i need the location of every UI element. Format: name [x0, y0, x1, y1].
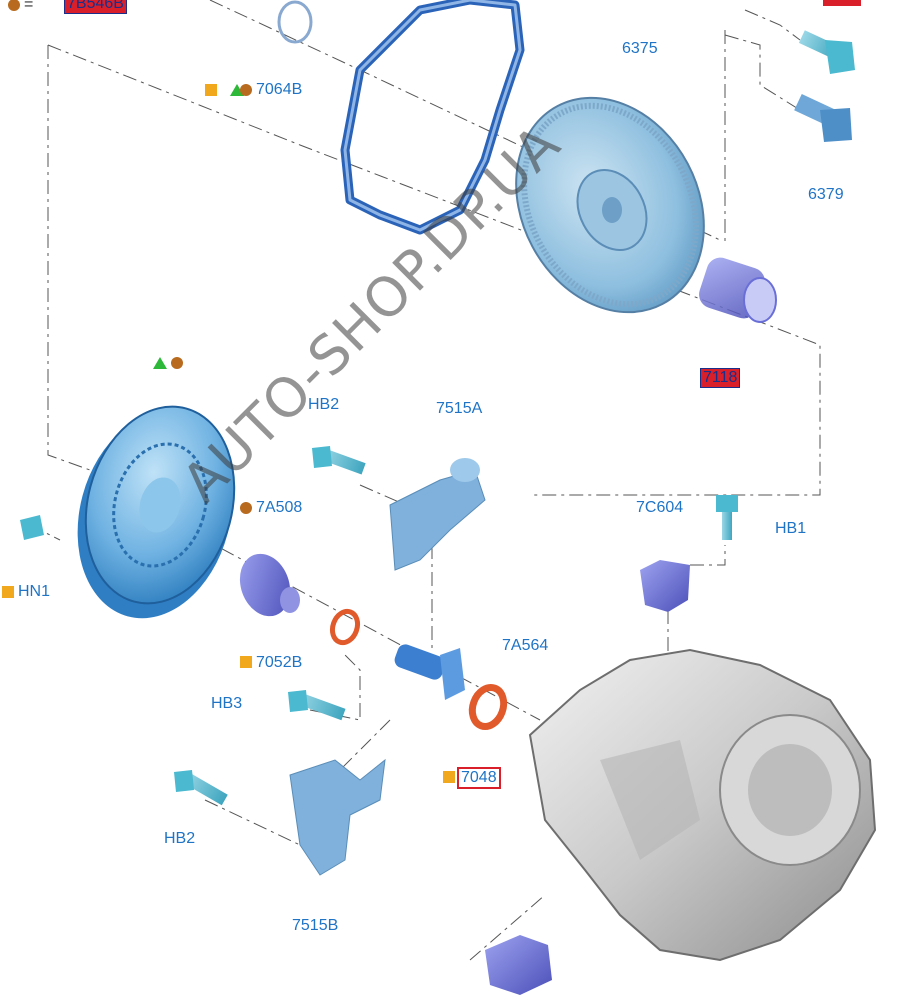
label-hn1[interactable]: HN1: [18, 583, 51, 600]
shift-shaft[interactable]: [392, 642, 465, 700]
bolt-hb2-top[interactable]: [312, 446, 366, 475]
red-label-tab: [823, 0, 861, 6]
bolt-6379[interactable]: [794, 93, 852, 142]
label-hb2-top[interactable]: HB2: [308, 396, 340, 413]
label-7c604[interactable]: 7C604: [636, 499, 684, 516]
brown-circle-marker: [171, 357, 183, 369]
brown-circle-marker: [240, 84, 252, 96]
label-6379[interactable]: 6379: [808, 186, 844, 203]
orange-square-marker: [443, 771, 455, 783]
flywheel[interactable]: [480, 65, 741, 345]
green-triangle-marker: [230, 84, 244, 96]
bolt-hn1[interactable]: [20, 515, 44, 540]
bracket-7515a[interactable]: [389, 458, 486, 571]
label-7a564[interactable]: 7A564: [502, 637, 549, 654]
orange-square-marker: [240, 656, 252, 668]
label-6375[interactable]: 6375: [622, 40, 658, 57]
brown-circle-marker: [8, 0, 20, 11]
legend-part-number[interactable]: 7B546B: [64, 0, 127, 14]
sensor-7c604[interactable]: [640, 560, 690, 612]
label-7048[interactable]: 7048: [457, 767, 501, 789]
seal-7052b[interactable]: [328, 608, 361, 646]
orange-square-marker: [205, 84, 217, 96]
label-7064b[interactable]: 7064B: [256, 81, 303, 98]
label-7515a[interactable]: 7515A: [436, 400, 483, 417]
label-7a508[interactable]: 7A508: [256, 499, 303, 516]
bolt-hb3[interactable]: [288, 690, 346, 721]
sensor-bottom[interactable]: [485, 935, 552, 995]
brown-circle-marker: [240, 502, 252, 514]
label-7118[interactable]: 7118: [700, 368, 741, 388]
label-hb1[interactable]: HB1: [775, 520, 807, 537]
bolt-hb2-bottom[interactable]: [174, 770, 228, 806]
label-7515b[interactable]: 7515B: [292, 917, 339, 934]
bracket-7515b[interactable]: [289, 758, 386, 876]
pilot-bushing[interactable]: [695, 254, 777, 323]
label-hb3[interactable]: HB3: [211, 695, 243, 712]
seal-7048[interactable]: [467, 683, 509, 731]
bolt-hb1[interactable]: [716, 495, 738, 540]
orange-square-marker: [2, 586, 14, 598]
label-hb2-bottom[interactable]: HB2: [164, 830, 196, 847]
clutch-assembly[interactable]: [55, 390, 255, 636]
label-7052b[interactable]: 7052B: [256, 654, 303, 671]
green-triangle-marker: [153, 357, 167, 369]
release-bearing[interactable]: [232, 547, 300, 624]
snap-ring[interactable]: [277, 0, 313, 44]
legend-equals: =: [24, 0, 34, 13]
bolt-top[interactable]: [798, 30, 855, 74]
transmission-case[interactable]: [528, 648, 877, 962]
